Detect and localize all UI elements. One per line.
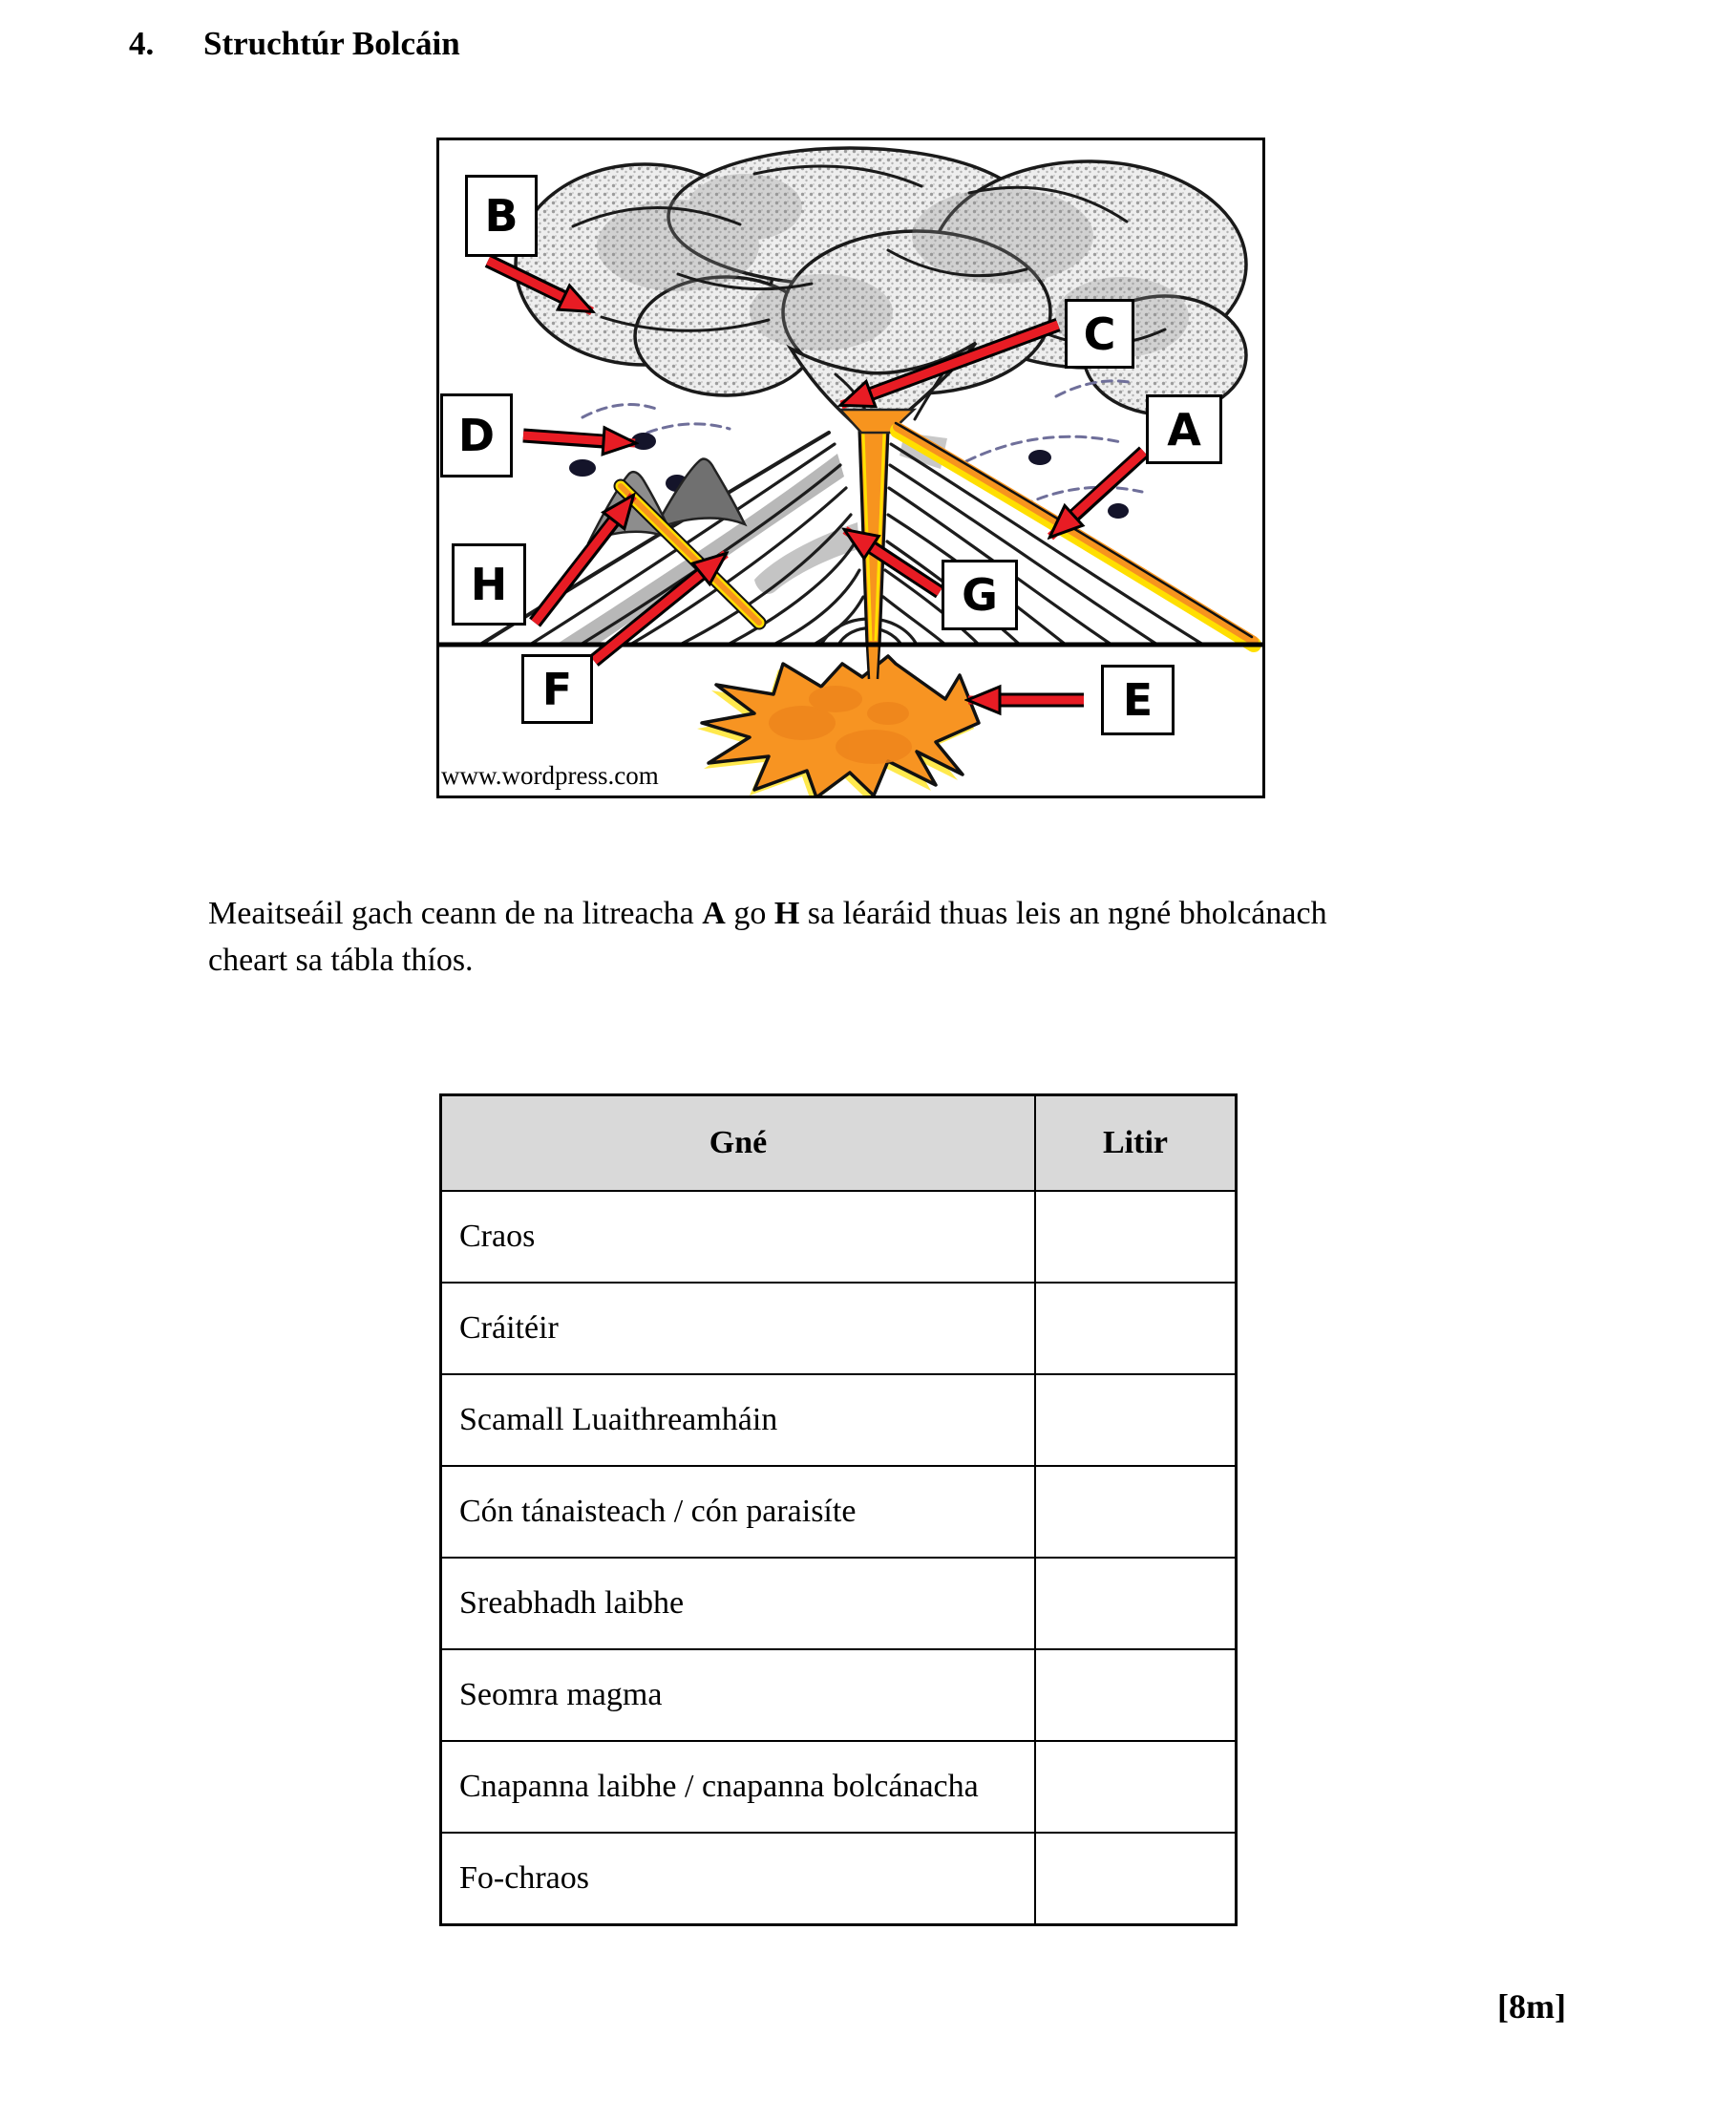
marks-badge: [8m] [1497,1987,1566,2026]
label-box-H: H [452,543,526,626]
feature-cell: Seomra magma [439,1648,1036,1742]
question-number: 4. [129,25,155,62]
arrow-H [529,496,637,627]
letter-answer-cell [1034,1373,1238,1467]
arrow-C [841,317,1061,410]
table-header-row: Gné Litir [439,1093,1238,1192]
arrow-A [1050,446,1150,541]
letter-answer-cell [1034,1557,1238,1650]
instruction-part1: Meaitseáil gach ceann de na litreacha [208,896,703,931]
instruction-text: Meaitseáil gach ceann de na litreacha A … [208,890,1507,985]
pointer-arrows [484,254,1150,700]
table-row: Sreabhadh laibhe [439,1557,1238,1650]
feature-cell: Scamall Luaithreamháin [439,1373,1036,1467]
label-box-C: C [1065,299,1134,369]
label-box-G: G [942,560,1018,630]
letter-answer-cell [1034,1648,1238,1742]
instruction-letter-a: A [702,896,726,931]
header-feature: Gné [439,1093,1036,1192]
instruction-part3: sa léaráid thuas leis an ngné bholcánach [799,896,1327,931]
letter-answer-cell [1034,1832,1238,1926]
arrow-G [845,526,944,599]
letter-answer-cell [1034,1282,1238,1375]
watermark: www.wordpress.com [441,761,659,790]
table-row: Seomra magma [439,1648,1238,1742]
feature-cell: Cráitéir [439,1282,1036,1375]
page-title: Struchtúr Bolcáin [203,25,460,62]
label-box-F: F [521,654,593,724]
instruction-part2: go [725,896,774,931]
letter-answer-cell [1034,1190,1238,1284]
cone-gray-band [556,454,844,645]
table-row: Scamall Luaithreamháin [439,1373,1238,1467]
table-row: Cráitéir [439,1282,1238,1375]
label-box-D: D [440,393,513,477]
table-row: Cón tánaisteach / cón paraisíte [439,1465,1238,1559]
arrow-B [484,254,592,316]
volcano-diagram-art [439,146,1262,796]
arrow-D [522,435,635,443]
feature-cell: Cón tánaisteach / cón paraisíte [439,1465,1036,1559]
feeder-pipe [867,645,879,679]
label-box-B: B [465,175,538,257]
table-row: Cnapanna laibhe / cnapanna bolcánacha [439,1740,1238,1834]
instruction-letter-h: H [773,896,800,931]
letter-answer-cell [1034,1740,1238,1834]
feature-cell: Craos [439,1190,1036,1284]
feature-cell: Sreabhadh laibhe [439,1557,1036,1650]
instruction-part4: cheart sa tábla thíos. [208,943,474,979]
dyke [613,478,767,630]
label-box-E: E [1101,665,1175,735]
arrow-F [589,550,726,667]
feature-cell: Cnapanna laibhe / cnapanna bolcánacha [439,1740,1036,1834]
table-row: Craos [439,1190,1238,1284]
volcano-diagram: B D C A H G F E www.wordpress.com [436,138,1265,798]
table-row: Fo-chraos [439,1832,1238,1926]
answer-table: Gné Litir Craos Cráitéir Scamall Luaithr… [439,1093,1238,1926]
magma-chamber [697,644,981,796]
label-box-A: A [1146,394,1222,464]
letter-answer-cell [1034,1465,1238,1559]
header-letter: Litir [1034,1093,1238,1192]
feature-cell: Fo-chraos [439,1832,1036,1926]
